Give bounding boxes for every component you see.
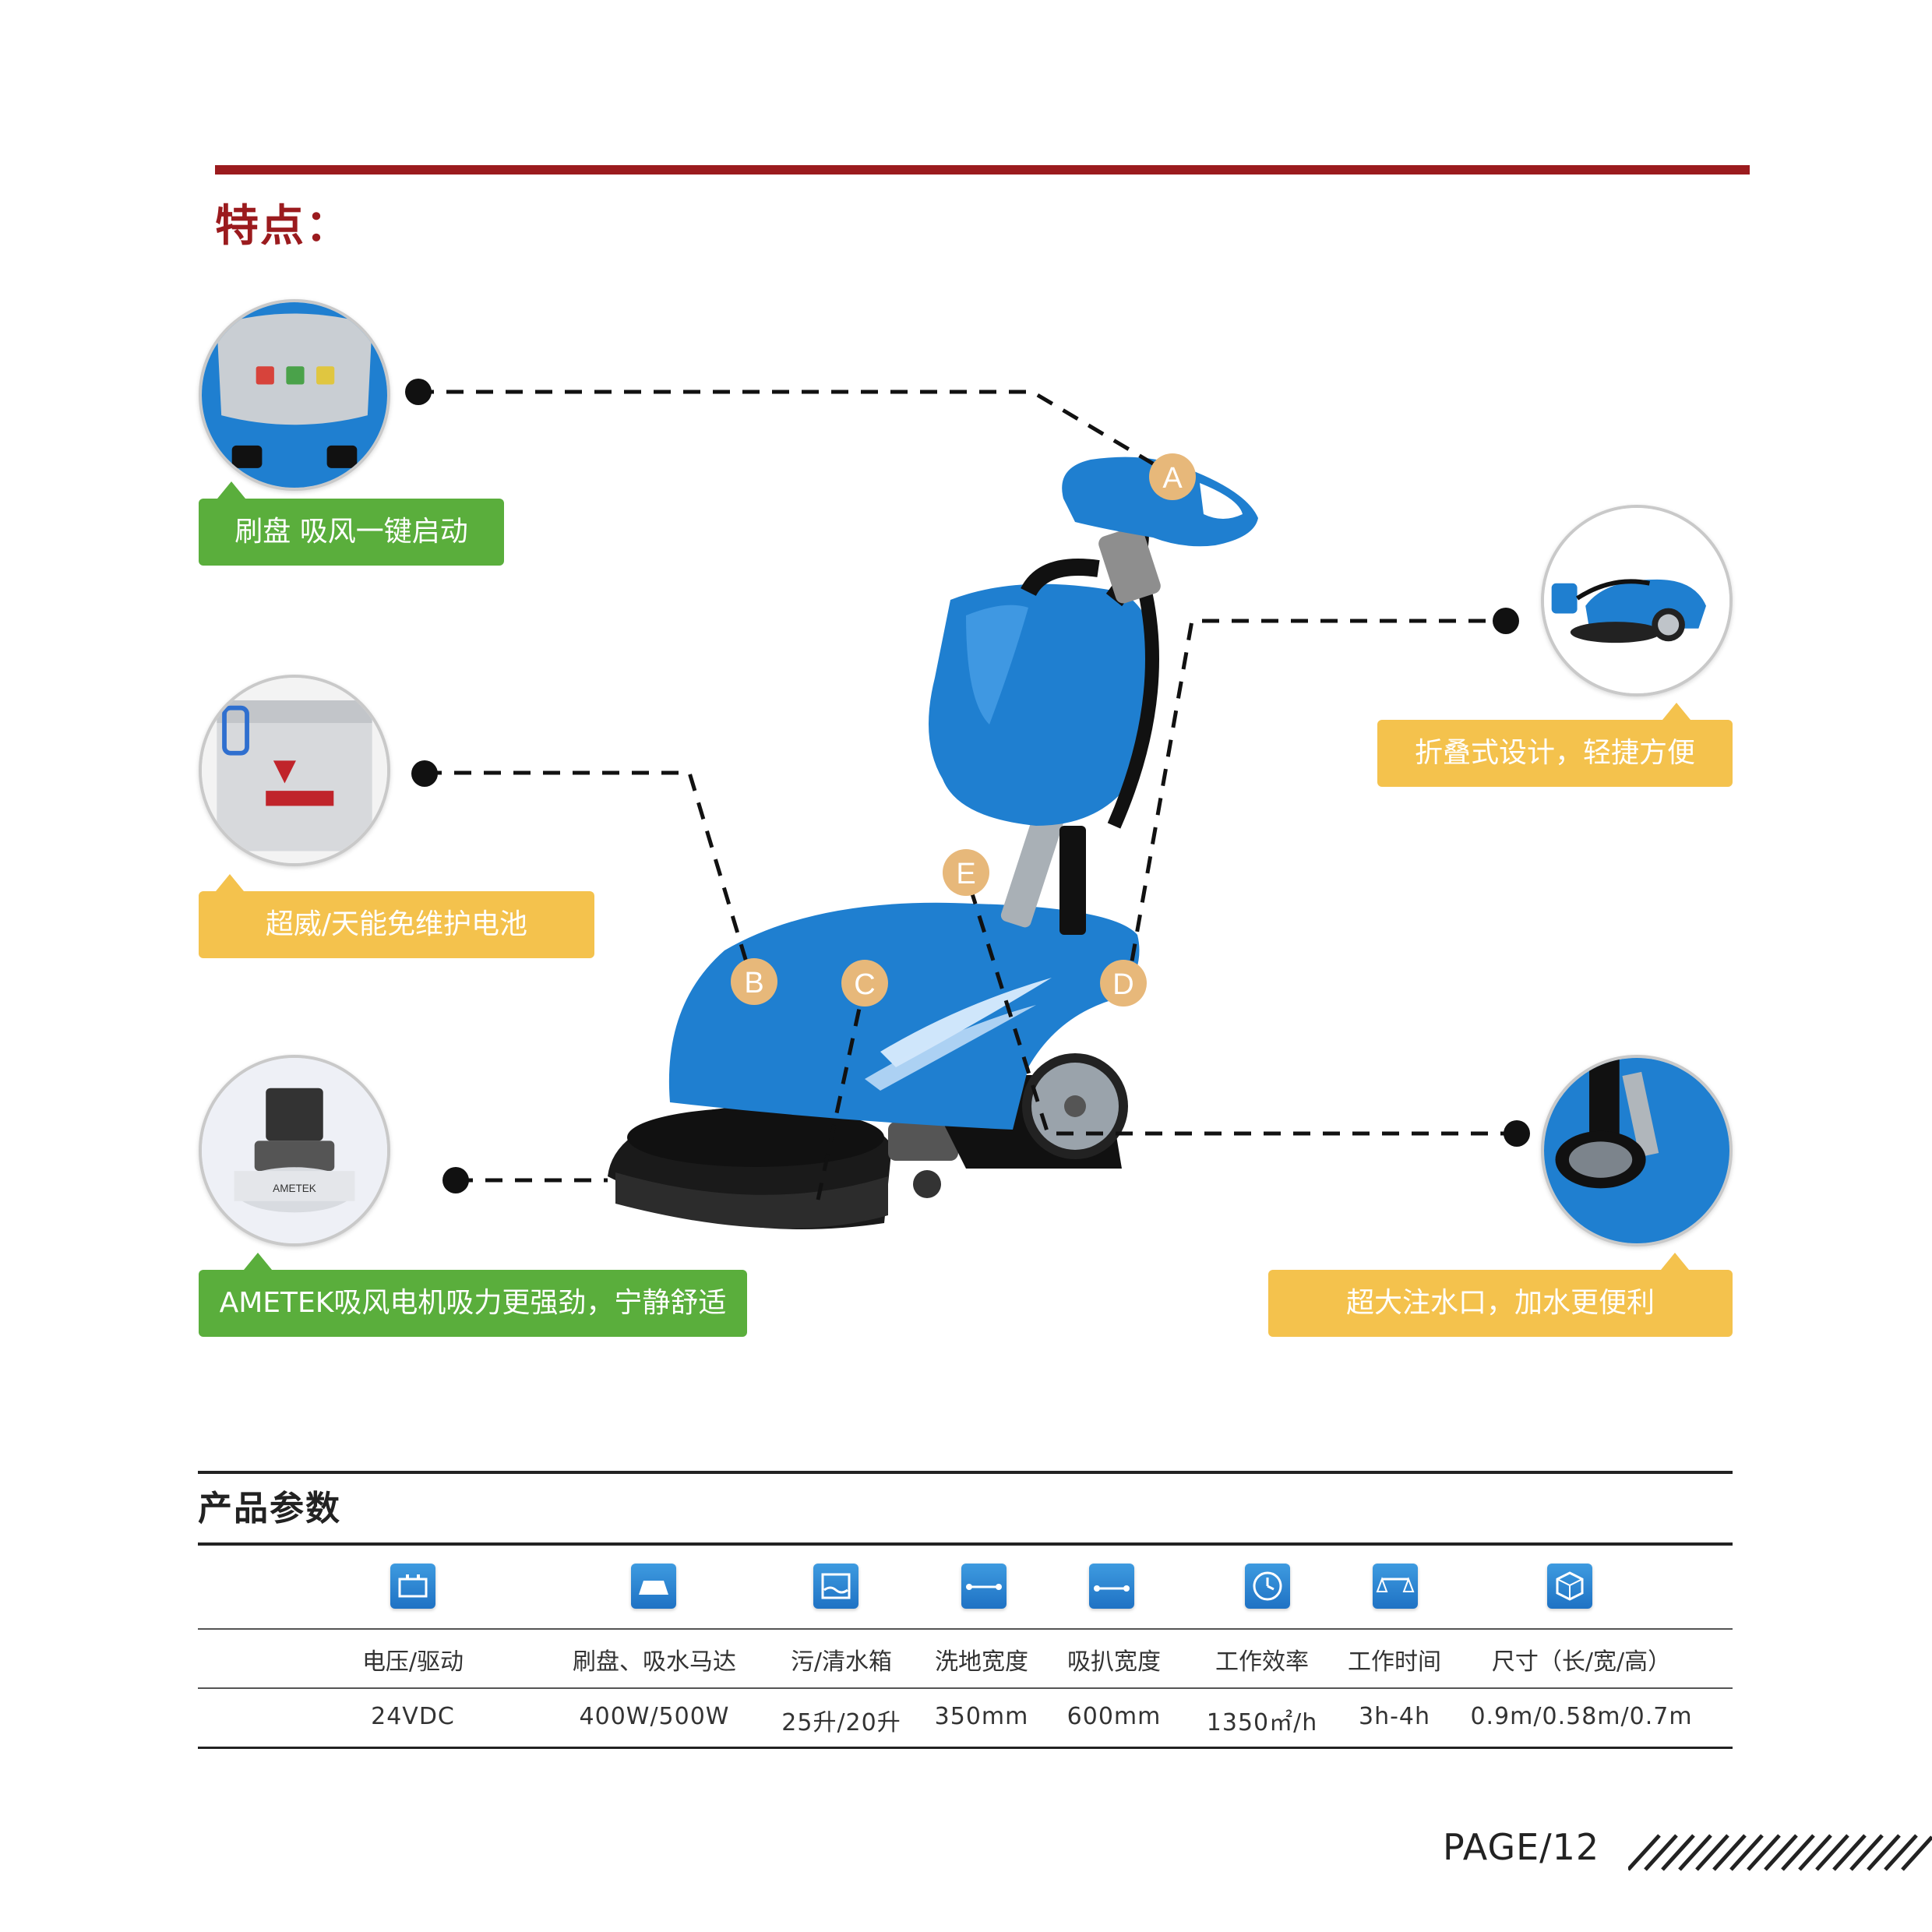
pill-pointer <box>216 874 244 891</box>
param-value-work-time: 3h-4h <box>1358 1703 1431 1730</box>
marker-e: E <box>943 849 989 896</box>
feature-label-panel: 刷盘 吸风一键启动 <box>199 481 504 566</box>
feature-label-text: 超威/天能免维护电池 <box>265 908 528 940</box>
param-label-work-time: 工作时间 <box>1348 1648 1441 1676</box>
svg-text:C: C <box>854 968 875 1001</box>
page-number: PAGE/12 <box>1443 1826 1600 1868</box>
feature-label-text: AMETEK吸风电机吸力更强劲，宁静舒适 <box>219 1287 727 1319</box>
section-title: 特点： <box>215 201 351 252</box>
params-label-rule <box>198 1687 1733 1689</box>
param-value-dimensions: 0.9m/0.58m/0.7m <box>1470 1703 1693 1730</box>
box-icon <box>1547 1564 1592 1609</box>
tank-icon <box>813 1564 858 1609</box>
battery-thumbnail <box>199 675 390 866</box>
folded-machine-thumbnail <box>1541 505 1733 696</box>
feature-label-battery: 超威/天能免维护电池 <box>199 874 594 958</box>
leader-dot <box>1493 608 1519 634</box>
feature-label-text: 折叠式设计，轻捷方便 <box>1414 737 1695 769</box>
svg-text:B: B <box>744 967 763 999</box>
svg-text:E: E <box>956 858 975 890</box>
params-bottom-rule <box>198 1747 1733 1749</box>
param-label-motor: 刷盘、吸水马达 <box>573 1648 736 1676</box>
pill-pointer <box>244 1253 272 1270</box>
feature-label-text: 超大注水口，加水更便利 <box>1345 1287 1655 1319</box>
params-top-rule <box>198 1471 1733 1474</box>
param-label-wash-width: 洗地宽度 <box>935 1648 1028 1676</box>
suction-motor-thumbnail: AMETEK <box>199 1055 390 1246</box>
marker-a: A <box>1149 453 1196 500</box>
leader-dot <box>411 760 438 787</box>
motor-icon <box>631 1564 676 1609</box>
param-label-voltage: 电压/驱动 <box>361 1648 464 1676</box>
page-hatch-decoration <box>1628 1834 1932 1871</box>
scale-icon <box>1373 1564 1418 1609</box>
feature-label-fold: 折叠式设计，轻捷方便 <box>1377 703 1733 787</box>
svg-text:D: D <box>1112 968 1133 1001</box>
param-value-wash-width: 350mm <box>934 1703 1029 1730</box>
water-inlet-thumbnail <box>1541 1055 1733 1246</box>
svg-text:AMETEK: AMETEK <box>273 1183 316 1194</box>
voltage-icon <box>390 1564 435 1609</box>
leader-dot <box>1504 1120 1530 1147</box>
leader-dot <box>405 379 432 405</box>
leader-dot <box>442 1167 469 1193</box>
marker-d: D <box>1100 960 1147 1007</box>
header-rule <box>215 165 1750 175</box>
param-label-squeegee-width: 吸扒宽度 <box>1067 1648 1161 1676</box>
marker-c: C <box>841 960 888 1007</box>
param-label-dimensions: 尺寸（长/宽/高） <box>1491 1648 1672 1676</box>
control-panel-thumbnail <box>199 299 390 491</box>
svg-text:A: A <box>1162 462 1183 495</box>
pill-pointer <box>217 481 245 499</box>
params-icon-rule <box>198 1628 1733 1630</box>
marker-b: B <box>731 958 777 1005</box>
wash-width-icon <box>961 1564 1007 1609</box>
params-title-rule <box>198 1542 1733 1546</box>
param-value-squeegee-width: 600mm <box>1066 1703 1162 1730</box>
squeegee-width-icon <box>1089 1564 1134 1609</box>
param-value-efficiency: 1350㎡/h <box>1206 1709 1318 1736</box>
floor-scrubber-illustration <box>608 457 1258 1229</box>
param-label-tank: 污/清水箱 <box>790 1648 893 1676</box>
param-value-motor: 400W/500W <box>579 1703 730 1730</box>
feature-label-motor: AMETEK吸风电机吸力更强劲，宁静舒适 <box>199 1253 747 1337</box>
feature-label-inlet: 超大注水口，加水更便利 <box>1268 1253 1733 1337</box>
param-value-voltage: 24VDC <box>371 1703 455 1730</box>
param-value-tank: 25升/20升 <box>781 1709 901 1736</box>
clock-icon <box>1245 1564 1290 1609</box>
params-title: 产品参数 <box>198 1489 341 1528</box>
feature-label-text: 刷盘 吸风一键启动 <box>234 516 468 548</box>
param-label-efficiency: 工作效率 <box>1215 1648 1309 1676</box>
leader-lines <box>417 390 1518 1200</box>
pill-pointer <box>1662 703 1690 720</box>
pill-pointer <box>1661 1253 1689 1270</box>
